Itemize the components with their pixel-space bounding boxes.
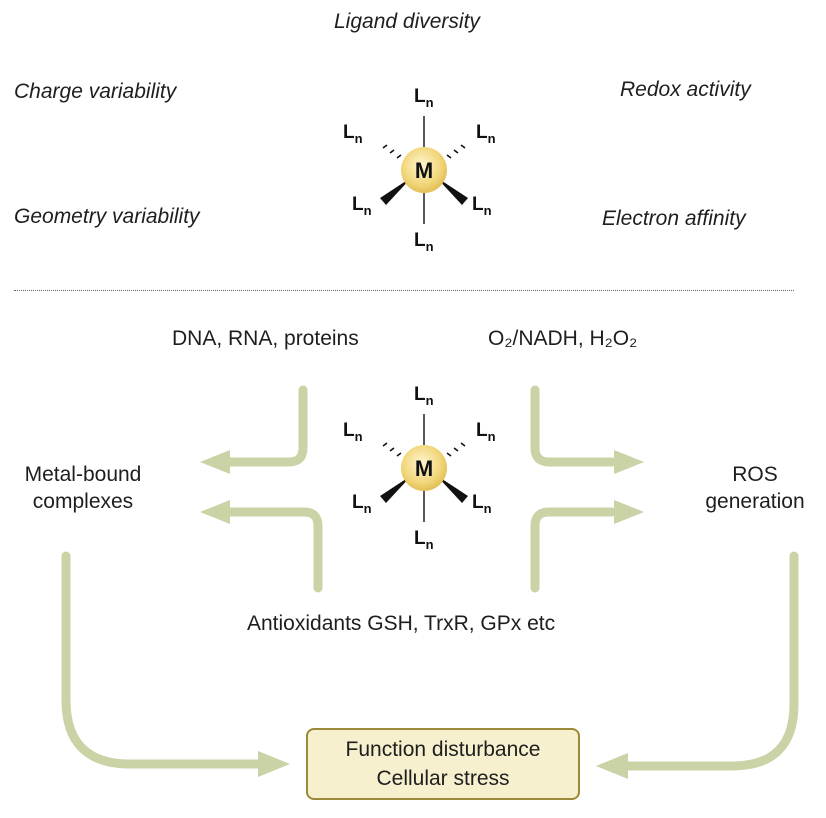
input-biomolecules-label: DNA, RNA, proteins [172,327,359,350]
node-metal-bound-line1: Metal-bound [24,463,142,486]
ligand-axial-bottom-2: Ln [414,528,434,552]
arrow-antioxidants-to-complexes [223,507,323,593]
arrow-ros-to-outcome [623,551,799,771]
arrowhead-to-outcome-right [596,753,628,779]
metal-complex-top: M Ln Ln Ln Ln Ln Ln [343,86,496,254]
ligand-axial-top: Ln [414,86,434,110]
property-charge-variability: Charge variability [14,80,177,103]
ligand-back-left: Ln [343,122,363,146]
node-ros-line1: ROS [732,463,778,486]
property-ligand-diversity: Ligand diversity [334,10,480,33]
pathway-arrows [61,385,799,771]
ligand-front-left: Ln [352,194,372,218]
node-metal-bound-line2: complexes [32,490,134,513]
input-antioxidants-label: Antioxidants GSH, TrxR, GPx etc [247,612,556,635]
node-metal-bound-complexes: Metal-bound complexes [8,463,158,514]
ligand-front-right-2: Ln [472,492,492,516]
arrow-antioxidants-to-ros [530,507,617,593]
arrowhead-right-lower [614,500,644,524]
ligand-axial-top-2: Ln [414,384,434,408]
input-oxidants-label: O₂/NADH, H₂O₂ [488,327,638,350]
property-geometry-variability: Geometry variability [14,205,200,228]
property-redox-activity: Redox activity [620,78,751,101]
metal-center-label-2: M [415,456,433,481]
arrow-heads [200,450,644,779]
arrowhead-left-lower [200,500,230,524]
arrowhead-to-outcome-left [258,751,290,777]
arrowhead-left-upper [200,450,230,474]
ligand-back-right-2: Ln [476,420,496,444]
arrow-oxidants-to-ros [530,385,617,467]
outcome-box: Function disturbance Cellular stress [306,728,580,800]
arrowhead-right-upper [614,450,644,474]
section-divider [14,290,794,291]
outcome-cellular-stress: Cellular stress [376,767,510,790]
node-ros-generation: ROS generation [690,463,820,514]
outcome-function-disturbance: Function disturbance [345,738,541,761]
ligand-front-right: Ln [472,194,492,218]
ligand-front-left-2: Ln [352,492,372,516]
arrow-biomolecules-to-complexes [223,385,308,467]
arrow-complexes-to-outcome [61,551,263,769]
property-electron-affinity: Electron affinity [602,207,746,230]
ligand-back-left-2: Ln [343,420,363,444]
metal-center-label: M [415,158,433,183]
node-ros-line2: generation [705,490,805,513]
metal-complex-middle: M Ln Ln Ln Ln Ln Ln [343,384,496,552]
ligand-axial-bottom: Ln [414,230,434,254]
ligand-back-right: Ln [476,122,496,146]
